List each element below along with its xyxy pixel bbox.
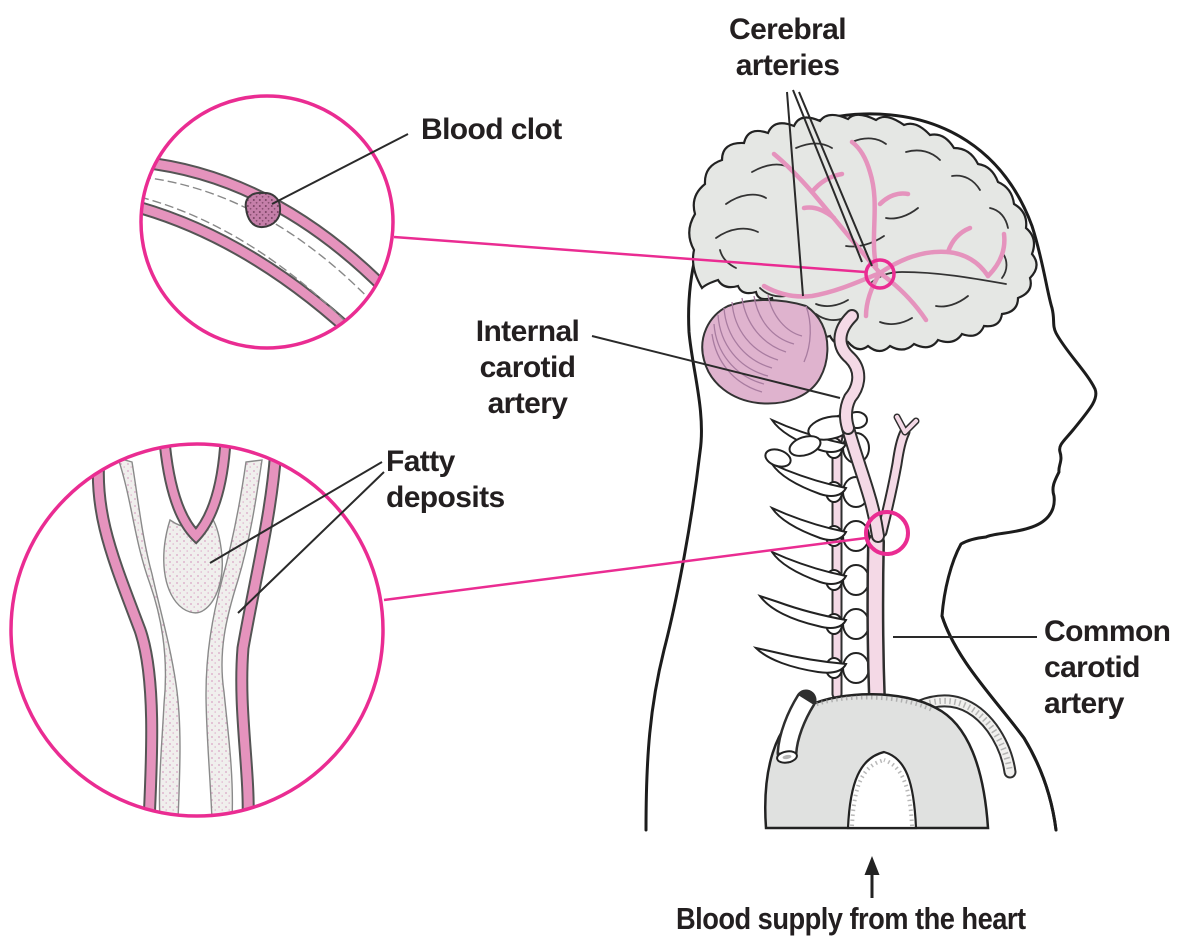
inset-fatty-deposits [9, 442, 385, 818]
fatty-deposits-pointers [209, 461, 385, 614]
internal-carotid-vessel [843, 423, 883, 541]
bifurcation-divider-wall [161, 444, 229, 542]
human-figure [644, 112, 1098, 832]
common-carotid-label: Common carotid artery [1044, 615, 1171, 720]
fatty-deposits-label: Fatty deposits [386, 445, 505, 514]
cut-subclavian-tube [779, 695, 813, 754]
blood-clot-shape [244, 191, 282, 229]
blood-clot-inset-ring [139, 94, 395, 350]
inset-blood-clot [139, 94, 395, 350]
cerebellum-folds [711, 294, 811, 393]
brain-gyri [715, 137, 1009, 325]
cerebellum-outline [701, 299, 829, 405]
aortic-arch [764, 689, 990, 830]
internal-carotid-label: Internal carotid artery [475, 315, 580, 420]
chest-front-line [940, 614, 1058, 832]
subclavian-artery [915, 696, 1015, 777]
cerebral-arteries-pointers [786, 89, 873, 297]
carotid-arteries [833, 309, 920, 709]
neck-target-circle [864, 510, 910, 556]
artery-upper-wall [141, 157, 393, 305]
bifurcation-right-wall [237, 444, 281, 816]
common-carotid-vessel [868, 535, 884, 707]
brain-target-circle [864, 258, 896, 290]
fatty-deposits-inset-ring [9, 442, 385, 818]
label-pointers [209, 89, 1037, 638]
blood-clot-pointer [271, 133, 409, 205]
artery-lower-wall [141, 201, 377, 348]
inset-connectors [383, 235, 910, 602]
vertebrae [752, 411, 870, 684]
carotid-siphon-vessel [835, 311, 864, 433]
deposit-connector-line [383, 536, 867, 602]
up-arrow-icon [864, 856, 880, 898]
cerebellum [701, 294, 829, 405]
fatty-deposit-right [205, 459, 263, 816]
clot-connector-line [393, 235, 866, 274]
brain [688, 113, 1038, 353]
vertebral-artery [833, 416, 844, 698]
blood-supply-label: Blood supply from the heart [676, 901, 1026, 936]
head-body-outline [644, 112, 1098, 832]
cerebral-arteries-vessels [761, 139, 1007, 323]
bifurcation-left-wall [93, 444, 157, 816]
fatty-deposit-left [116, 456, 181, 816]
blood-clot-label: Blood clot [421, 113, 562, 146]
aorta-inner-arch [846, 750, 918, 830]
internal-carotid-pointer [591, 335, 841, 399]
cerebral-arteries-label: Cerebral arteries [729, 13, 847, 82]
